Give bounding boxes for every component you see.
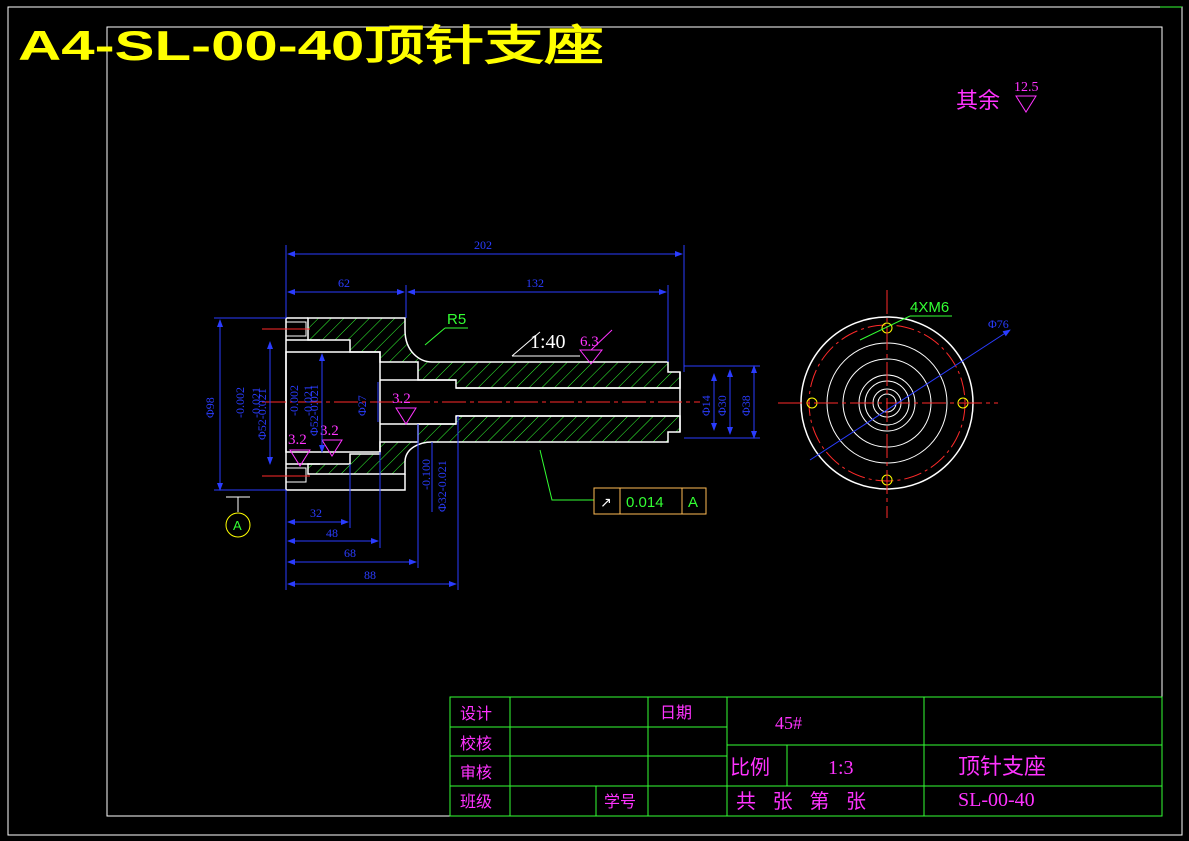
thread-label: 4XM6: [910, 299, 949, 316]
tb-class: 班级: [460, 793, 492, 811]
roughness-6-3: 6.3: [580, 334, 599, 350]
section-upper: [307, 317, 681, 389]
dim-68: 68: [344, 546, 356, 560]
dim-phi52-a: Φ52-0.021: [255, 388, 269, 440]
title-block: [449, 696, 1163, 817]
tb-scale-label: 比例: [730, 756, 770, 779]
tb-scale: 1:3: [828, 757, 854, 779]
roughness-symbol-icon: [1015, 95, 1037, 113]
roughness-note-value: 12.5: [1014, 80, 1039, 95]
dim-phi98: Φ98: [203, 397, 217, 418]
dim-tol-1: -0.002: [233, 387, 247, 418]
section-lower: [307, 415, 681, 475]
tolerance-value: 0.014: [626, 494, 664, 511]
dim-tol-4: -0.021: [301, 385, 315, 416]
dim-tol-5: -0.100: [419, 459, 433, 490]
dim-tol-2: -0.021: [249, 387, 263, 418]
fillet-label: R5: [447, 311, 466, 328]
dim-phi38: Φ38: [739, 395, 753, 416]
drawing-title: A4-SL-00-40顶针支座: [18, 22, 604, 69]
dim-phi32: Φ32-0.021: [435, 460, 449, 512]
dim-phi52-b: Φ52-0.021: [307, 384, 321, 436]
datum-label: A: [233, 518, 242, 533]
tolerance-frame: [593, 487, 707, 515]
taper-label: 1:40: [530, 331, 566, 353]
runout-icon: ↗: [600, 495, 612, 511]
dim-right: 132: [526, 276, 544, 290]
roughness-3-2-a: 3.2: [392, 391, 411, 407]
end-view: 4XM6 Φ76: [778, 290, 1011, 518]
tolerance-datum: A: [688, 494, 698, 511]
dim-88: 88: [364, 568, 376, 582]
tb-part-name: 顶针支座: [958, 754, 1046, 779]
dim-overall: 202: [474, 238, 492, 252]
dim-phi30: Φ30: [715, 395, 729, 416]
datum-marker: [225, 512, 251, 538]
roughness-note-label: 其余: [956, 88, 1000, 113]
dim-phi27: Φ27: [355, 395, 369, 416]
dim-left: 62: [338, 276, 350, 290]
tb-student-no: 学号: [604, 793, 636, 811]
dim-32: 32: [310, 506, 322, 520]
dim-phi14: Φ14: [699, 395, 713, 416]
tb-date: 日期: [660, 704, 692, 722]
tb-material: 45#: [775, 713, 802, 733]
tb-sheets: 共 张 第 张: [736, 790, 866, 813]
dim-phi76: Φ76: [988, 317, 1009, 331]
tb-design: 设计: [460, 705, 492, 723]
dim-48: 48: [326, 526, 338, 540]
outer-border: [7, 6, 1183, 836]
tb-drawing-no: SL-00-40: [958, 789, 1035, 811]
side-view: 202 62 132 R5 1:40 6.3 3.2 3.2 3.2 Φ98 -…: [203, 238, 760, 590]
roughness-3-2-b: 3.2: [320, 423, 339, 439]
dim-tol-3: -0.002: [287, 385, 301, 416]
tb-review: 审核: [460, 764, 492, 782]
tb-check: 校核: [460, 735, 492, 753]
roughness-3-2-c: 3.2: [288, 432, 307, 448]
